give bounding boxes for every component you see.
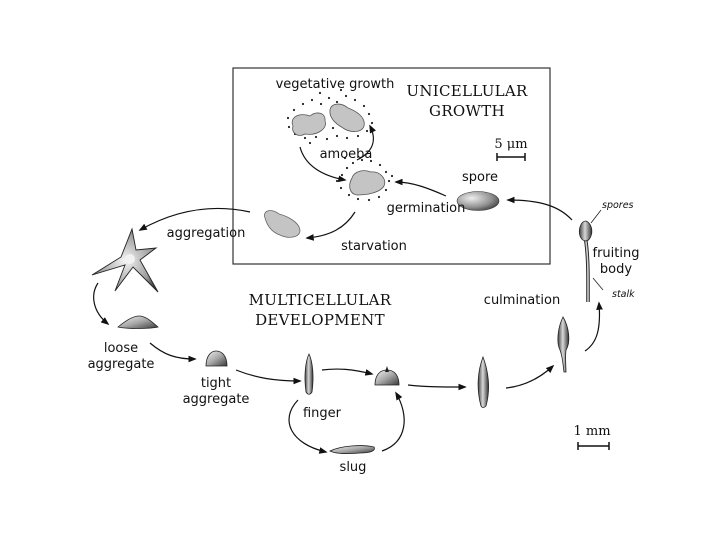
aggregation-streams [91,227,159,293]
label-fruiting-line2: body [600,262,632,277]
culminant-late-shape [557,316,570,373]
scale-bar-5um [496,153,526,161]
mexican-hat-shape [374,369,400,386]
label-loose-line2: aggregate [88,357,155,372]
culminant-early-shape [477,355,489,408]
finger-shape [304,353,314,395]
label-loose-line1: loose [104,341,138,356]
scale-label-5um: 5 μm [494,137,527,152]
tight-aggregate-shape [205,350,228,367]
unicellular-heading-line2: GROWTH [429,102,505,120]
label-starvation: starvation [341,239,407,254]
vegetative-amoeba-right [329,103,365,132]
vegetative-amoeba-left [291,112,326,136]
unicellular-heading-line1: UNICELLULAR [406,82,528,100]
label-spores: spores [602,200,634,211]
multicellular-heading-line2: DEVELOPMENT [255,311,385,329]
fruiting-body-shape [578,220,593,302]
label-culmination: culmination [484,293,560,308]
amoeba-cell [349,170,386,196]
loose-aggregate-shape [117,315,159,329]
label-slug: slug [340,460,367,475]
slug-shape [329,445,375,454]
scale-label-1mm: 1 mm [573,424,610,439]
multicellular-heading-line1: MULTICELLULAR [249,291,392,309]
spores-pointer-line [590,209,602,224]
label-stalk: stalk [612,289,635,300]
spore-cell [456,191,500,211]
label-tight-line1: tight [201,376,231,391]
label-spore: spore [462,170,498,185]
unicellular-growth-box [232,67,551,265]
label-germination: germination [387,201,466,216]
label-aggregation: aggregation [167,226,246,241]
food-bacteria-dots [286,88,394,202]
label-tight-line2: aggregate [183,392,250,407]
starving-amoeba [264,210,301,238]
label-vegetative-growth: vegetative growth [276,77,395,92]
stalk-pointer-line [592,277,604,291]
label-amoeba: amoeba [320,147,373,162]
cycle-arrows [93,124,603,454]
label-fruiting-line1: fruiting [593,246,640,261]
scale-bar-1mm [577,442,610,450]
label-finger: finger [303,406,342,421]
